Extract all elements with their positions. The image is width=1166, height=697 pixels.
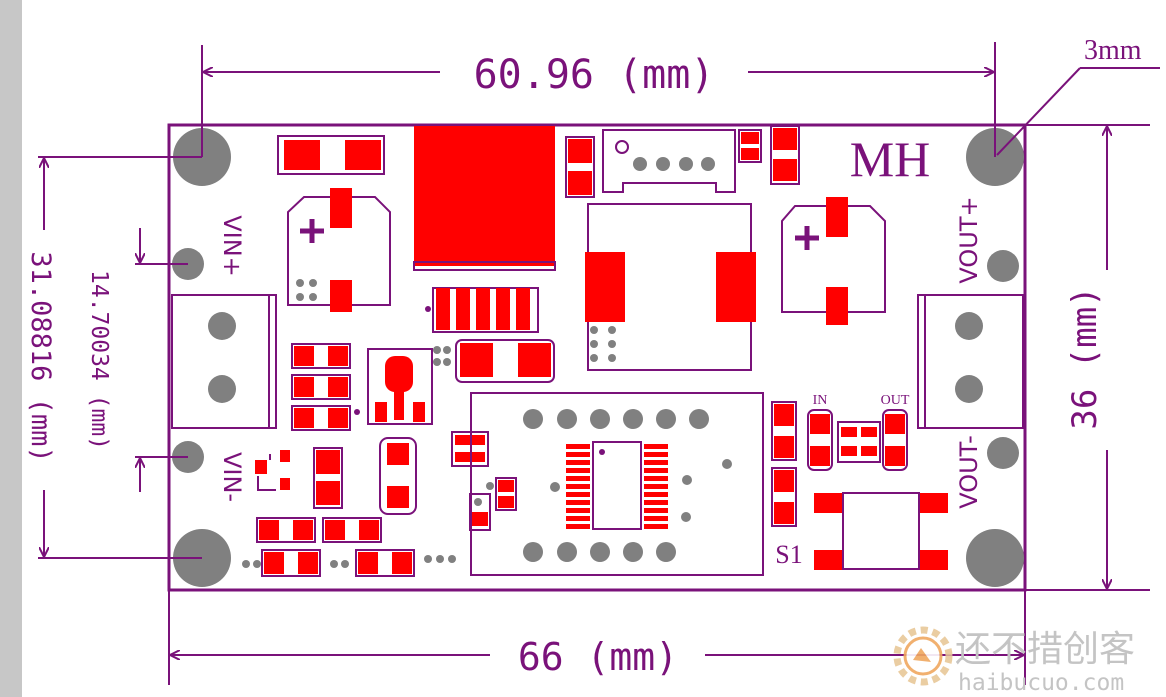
pad-vout-minus bbox=[987, 437, 1019, 469]
hole-bottom-right bbox=[966, 529, 1024, 587]
dim-right-label: 36 (mm) bbox=[1065, 286, 1105, 429]
label-in-led: IN bbox=[813, 393, 828, 408]
dim-hole-leader bbox=[996, 67, 1160, 156]
dim-left-label: 31.08816 (mm) bbox=[25, 251, 56, 462]
inductor-pad bbox=[413, 126, 556, 271]
watermark-url: haibucuo.com bbox=[958, 670, 1124, 696]
label-brand: MH bbox=[850, 131, 931, 187]
dim-bottom bbox=[168, 590, 1026, 685]
dim-left-offset-label: 14.70034 (mm) bbox=[86, 270, 112, 450]
regulator-ic bbox=[425, 287, 539, 333]
resistors-bottom bbox=[242, 517, 456, 577]
dim-top bbox=[201, 42, 996, 157]
watermark-chinese: 还不措创客 bbox=[955, 629, 1135, 670]
small-caps-module-left bbox=[451, 431, 517, 531]
board-outline bbox=[167, 123, 1027, 592]
watermark-gear-icon bbox=[893, 626, 953, 686]
terminal-block-input bbox=[171, 294, 277, 429]
switch-s1 bbox=[814, 492, 948, 570]
label-vin-plus: VIN+ bbox=[218, 215, 246, 277]
dim-left bbox=[38, 156, 202, 559]
label-out-led: OUT bbox=[881, 393, 910, 408]
left-scrollbar-strip bbox=[0, 0, 22, 697]
watermark bbox=[893, 626, 953, 686]
small-parts-right bbox=[771, 401, 908, 527]
capacitor-output bbox=[781, 197, 886, 325]
small-cap-top bbox=[565, 136, 595, 198]
label-vout-plus: VOUT+ bbox=[955, 196, 983, 283]
label-vout-minus: VOUT- bbox=[955, 435, 983, 509]
dim-left-offset bbox=[135, 228, 188, 492]
dim-hole-label: 3mm bbox=[1084, 35, 1142, 66]
control-module bbox=[470, 392, 764, 576]
pads-middle bbox=[433, 339, 555, 383]
small-parts-lower-left bbox=[255, 437, 417, 515]
transistor bbox=[367, 348, 433, 425]
resistors-left bbox=[291, 343, 360, 431]
central-inductor bbox=[585, 203, 756, 371]
label-switch: S1 bbox=[775, 540, 802, 569]
pads-top-left bbox=[277, 135, 385, 175]
label-vin-minus: VIN- bbox=[218, 452, 246, 502]
capacitor-input bbox=[287, 188, 391, 312]
dim-top-label: 60.96 (mm) bbox=[474, 52, 715, 98]
terminal-block-output bbox=[917, 294, 1024, 429]
pad-vout-plus bbox=[987, 250, 1019, 282]
small-caps-top-right bbox=[738, 125, 800, 185]
connector-header bbox=[602, 129, 736, 193]
dim-bottom-label: 66 (mm) bbox=[518, 635, 678, 679]
dim-right bbox=[1025, 124, 1150, 591]
